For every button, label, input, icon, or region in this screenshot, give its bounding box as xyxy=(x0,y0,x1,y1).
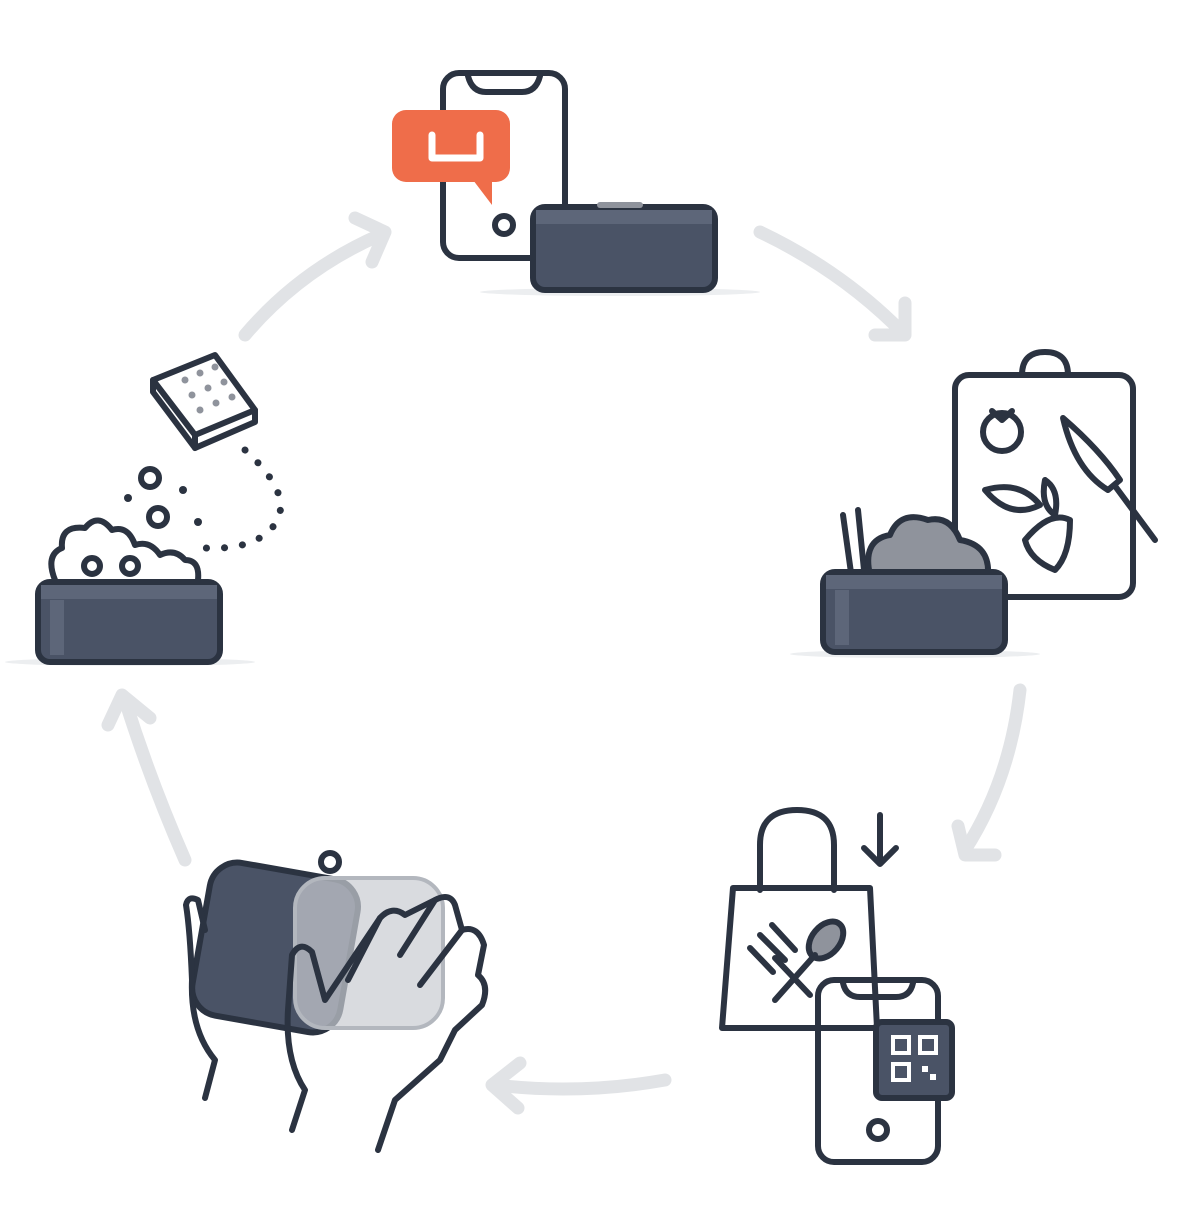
stage-order-icon xyxy=(392,70,760,296)
stage-fill-icon xyxy=(790,349,1158,658)
arrow-return-to-wash xyxy=(101,688,192,867)
arrow-fill-to-pickup xyxy=(951,683,1027,862)
stage-return-icon xyxy=(183,850,489,1153)
cycle-arrows xyxy=(101,211,1027,1115)
qr-code-icon xyxy=(873,1019,955,1101)
arrow-pickup-to-return xyxy=(485,1056,672,1115)
stage-pickup-icon xyxy=(719,807,955,1165)
arrow-wash-to-order xyxy=(238,211,392,342)
arrow-order-to-fill xyxy=(753,225,912,342)
download-arrow-icon xyxy=(861,812,899,867)
stage-wash-icon xyxy=(5,352,285,666)
chat-bubble-icon xyxy=(392,110,510,205)
sponge-icon xyxy=(150,352,258,451)
